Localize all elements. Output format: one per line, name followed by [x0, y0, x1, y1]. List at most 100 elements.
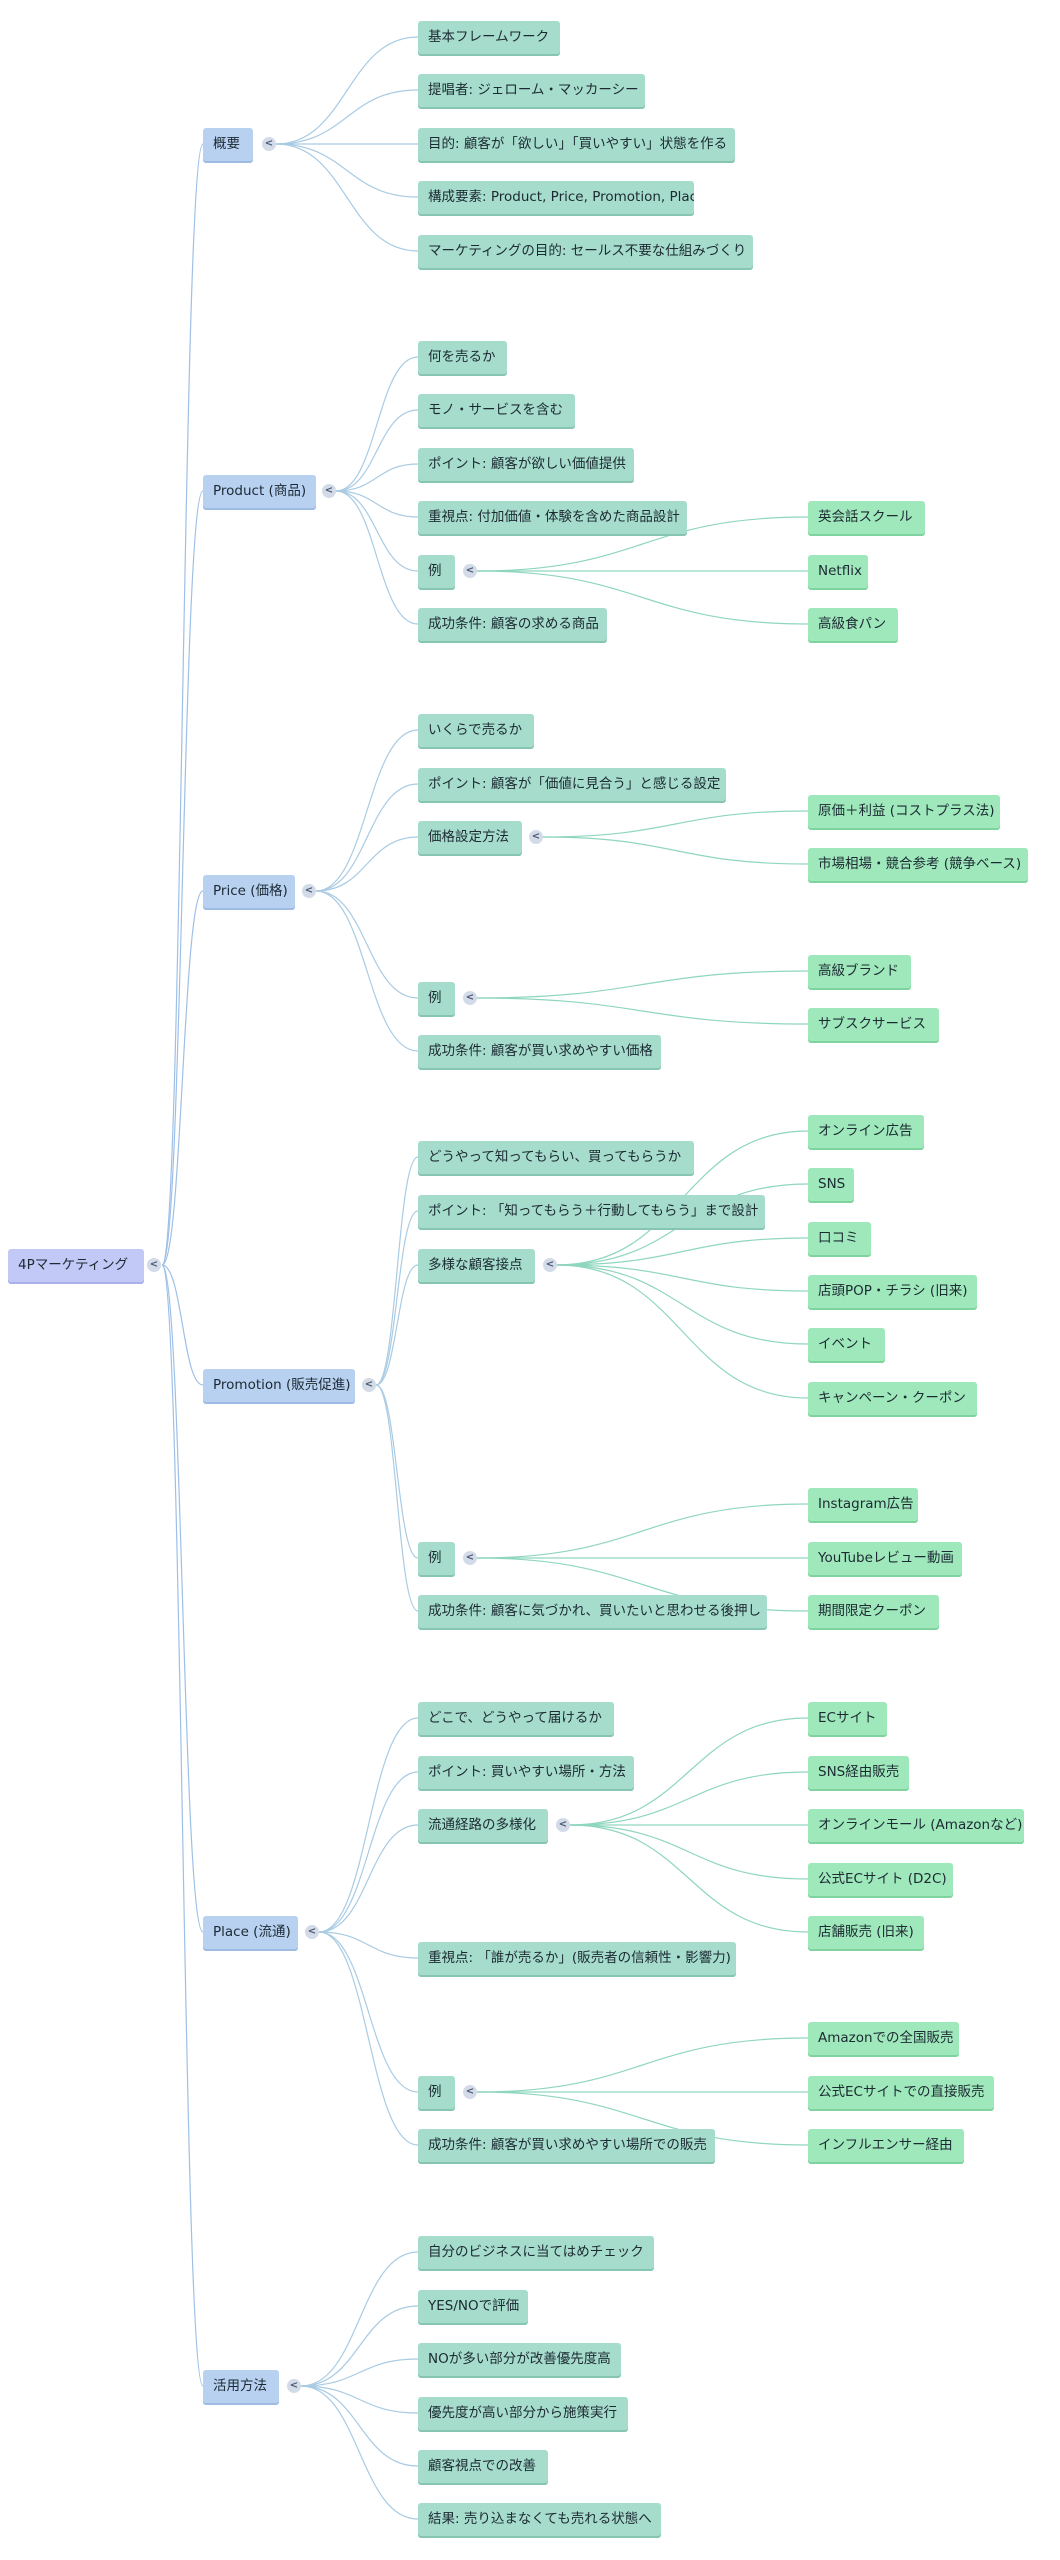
promotion-touchpoint[interactable]: 店頭POP・チラシ (旧来)	[808, 1275, 977, 1308]
overview-item[interactable]: 構成要素: Product, Price, Promotion, Plac	[418, 181, 694, 214]
place-item[interactable]: ポイント: 買いやすい場所・方法	[418, 1756, 634, 1789]
collapse-toggle-price[interactable]: <	[302, 884, 316, 898]
usage-item[interactable]: 顧客視点での改善	[418, 2450, 548, 2483]
item-leaf-edge	[476, 997, 809, 1025]
product-item[interactable]: ポイント: 顧客が欲しい価値提供	[418, 448, 634, 481]
branch-item-edge	[318, 1931, 419, 2146]
promotion-touchpoint[interactable]: 口コミ	[808, 1222, 871, 1255]
branch-overview[interactable]: 概要	[203, 128, 253, 161]
usage-item[interactable]: 自分のビジネスに当てはめチェック	[418, 2236, 654, 2269]
collapse-toggle-promotion-examples[interactable]: <	[463, 1551, 477, 1565]
promotion-example-group[interactable]: 例	[418, 1542, 455, 1575]
collapse-toggle-price-examples[interactable]: <	[463, 991, 477, 1005]
branch-item-edge	[315, 890, 419, 999]
product-example[interactable]: 高級食パン	[808, 608, 898, 641]
collapse-toggle-root[interactable]: <	[147, 1258, 161, 1272]
usage-item[interactable]: NOが多い部分が改善優先度高	[418, 2343, 621, 2376]
overview-item[interactable]: 提唱者: ジェローム・マッカーシー	[418, 74, 645, 107]
item-leaf-edge	[569, 1824, 809, 1880]
branch-item-edge	[375, 1384, 419, 1612]
promotion-example[interactable]: 期間限定クーポン	[808, 1595, 939, 1628]
price-method[interactable]: 市場相場・競合参考 (競争ベース)	[808, 848, 1028, 881]
place-example[interactable]: インフルエンサー経由	[808, 2129, 964, 2162]
collapse-toggle-product-examples[interactable]: <	[463, 564, 477, 578]
promotion-touchpoint[interactable]: キャンペーン・クーポン	[808, 1382, 977, 1415]
collapse-toggle-place-channels[interactable]: <	[556, 1818, 570, 1832]
product-item[interactable]: 成功条件: 顧客の求める商品	[418, 608, 607, 641]
promotion-touchpoint[interactable]: オンライン広告	[808, 1115, 924, 1148]
root-branch-edge	[161, 1264, 204, 1386]
place-channel-group[interactable]: 流通経路の多様化	[418, 1809, 548, 1842]
place-example[interactable]: 公式ECサイトでの直接販売	[808, 2076, 994, 2109]
root-node[interactable]: 4Pマーケティング	[8, 1249, 144, 1282]
product-item[interactable]: 何を売るか	[418, 341, 507, 374]
place-channel[interactable]: オンラインモール (Amazonなど)	[808, 1809, 1024, 1842]
place-item[interactable]: どこで、どうやって届けるか	[418, 1702, 614, 1735]
promotion-item[interactable]: 成功条件: 顧客に気づかれ、買いたいと思わせる後押し	[418, 1595, 767, 1628]
branch-item-edge	[335, 490, 419, 572]
product-item[interactable]: 重視点: 付加価値・体験を含めた商品設計	[418, 501, 687, 534]
usage-item[interactable]: 優先度が高い部分から施策実行	[418, 2397, 628, 2430]
place-example[interactable]: Amazonでの全国販売	[808, 2022, 959, 2055]
branch-item-edge	[335, 409, 419, 492]
product-example[interactable]: Netflix	[808, 555, 868, 588]
branch-item-edge	[318, 1824, 419, 1933]
branch-item-edge	[300, 2305, 419, 2387]
promotion-touchpoint-group[interactable]: 多様な顧客接点	[418, 1249, 535, 1282]
item-leaf-edge	[569, 1771, 809, 1826]
branch-promotion[interactable]: Promotion (販売促進)	[203, 1369, 355, 1402]
promotion-example[interactable]: Instagram広告	[808, 1488, 918, 1521]
collapse-toggle-promotion[interactable]: <	[362, 1378, 376, 1392]
branch-product[interactable]: Product (商品)	[203, 475, 316, 508]
collapse-toggle-product[interactable]: <	[322, 484, 336, 498]
promotion-example[interactable]: YouTubeレビュー動画	[808, 1542, 962, 1575]
overview-item[interactable]: 基本フレームワーク	[418, 21, 560, 54]
product-example[interactable]: 英会話スクール	[808, 501, 925, 534]
price-method[interactable]: 原価＋利益 (コストプラス法)	[808, 795, 1000, 828]
branch-item-edge	[335, 490, 419, 625]
branch-item-edge	[318, 1717, 419, 1933]
branch-item-edge	[335, 463, 419, 492]
place-channel[interactable]: ECサイト	[808, 1702, 887, 1735]
promotion-item[interactable]: どうやって知ってもらい、買ってもらうか	[418, 1141, 694, 1174]
overview-item[interactable]: 目的: 顧客が「欲しい」「買いやすい」状態を作る	[418, 128, 735, 161]
collapse-toggle-usage[interactable]: <	[287, 2379, 301, 2393]
item-leaf-edge	[556, 1237, 809, 1266]
place-channel[interactable]: SNS経由販売	[808, 1756, 909, 1789]
place-channel[interactable]: 店舗販売 (旧来)	[808, 1916, 924, 1949]
usage-item[interactable]: YES/NOで評価	[418, 2290, 528, 2323]
branch-item-edge	[275, 143, 419, 198]
branch-price[interactable]: Price (価格)	[203, 875, 295, 908]
price-example[interactable]: サブスクサービス	[808, 1008, 939, 1041]
place-item[interactable]: 成功条件: 顧客が買い求めやすい場所での販売	[418, 2129, 715, 2162]
usage-item[interactable]: 結果: 売り込まなくても売れる状態へ	[418, 2503, 661, 2536]
product-item[interactable]: モノ・サービスを含む	[418, 394, 575, 427]
place-item[interactable]: 重視点: 「誰が売るか」(販売者の信頼性・影響力)	[418, 1942, 736, 1975]
item-leaf-edge	[476, 2037, 809, 2093]
collapse-toggle-overview[interactable]: <	[262, 137, 276, 151]
price-item[interactable]: 成功条件: 顧客が買い求めやすい価格	[418, 1035, 661, 1068]
promotion-item[interactable]: ポイント: 「知ってもらう＋行動してもらう」まで設計	[418, 1195, 765, 1228]
collapse-toggle-place-examples[interactable]: <	[463, 2085, 477, 2099]
place-example-group[interactable]: 例	[418, 2076, 455, 2109]
branch-item-edge	[318, 1931, 419, 1959]
branch-item-edge	[318, 1771, 419, 1933]
price-item[interactable]: いくらで売るか	[418, 714, 534, 747]
branch-usage[interactable]: 活用方法	[203, 2370, 279, 2403]
place-channel[interactable]: 公式ECサイト (D2C)	[808, 1863, 953, 1896]
branch-place[interactable]: Place (流通)	[203, 1916, 298, 1949]
promotion-touchpoint[interactable]: SNS	[808, 1168, 854, 1201]
collapse-toggle-promotion-touchpoints[interactable]: <	[543, 1258, 557, 1272]
root-branch-edge	[161, 890, 204, 1266]
promotion-touchpoint[interactable]: イベント	[808, 1328, 885, 1361]
price-example-group[interactable]: 例	[418, 982, 455, 1015]
price-item[interactable]: ポイント: 顧客が「価値に見合う」と感じる設定	[418, 768, 726, 801]
price-method-group[interactable]: 価格設定方法	[418, 821, 522, 854]
price-example[interactable]: 高級ブランド	[808, 955, 911, 988]
overview-item[interactable]: マーケティングの目的: セールス不要な仕組みづくり	[418, 235, 753, 268]
collapse-toggle-place[interactable]: <	[305, 1925, 319, 1939]
branch-item-edge	[300, 2385, 419, 2467]
root-branch-edge	[161, 143, 204, 1266]
product-example-group[interactable]: 例	[418, 555, 455, 588]
collapse-toggle-price-methods[interactable]: <	[529, 830, 543, 844]
